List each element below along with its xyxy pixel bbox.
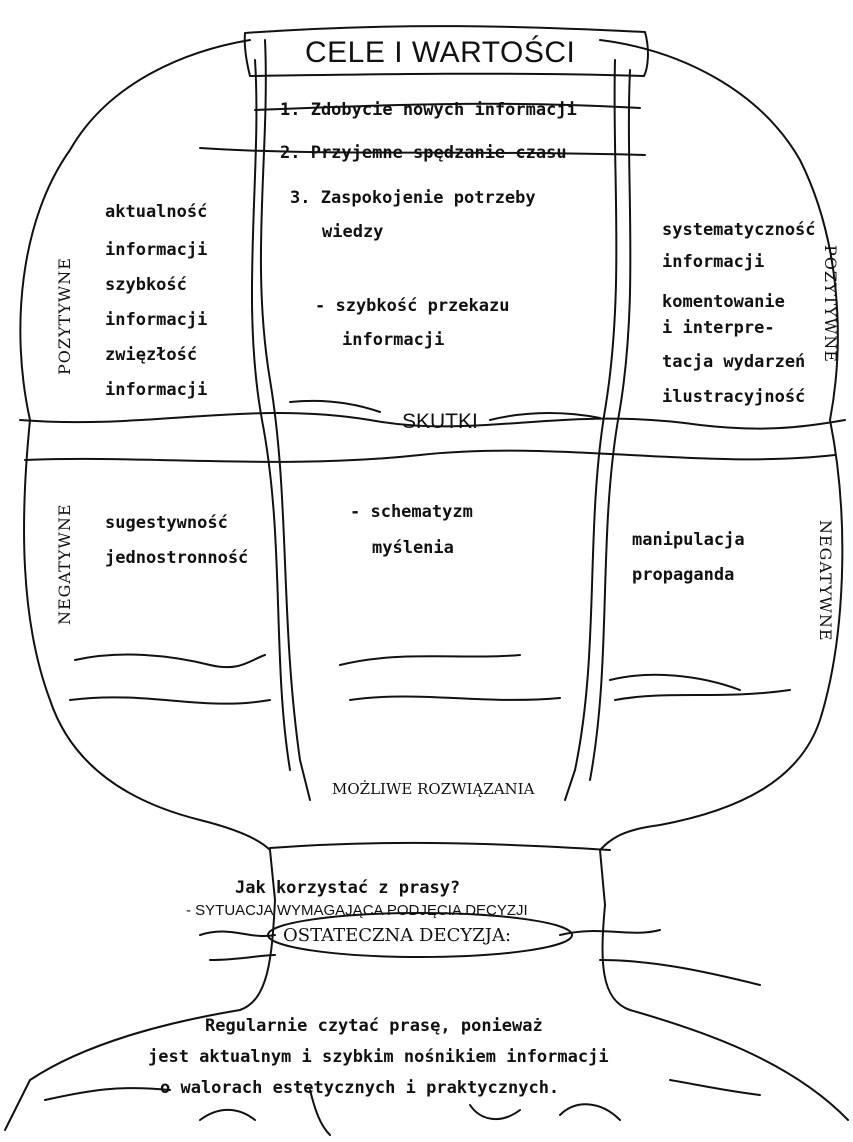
negative-right-label: NEGATYWNE	[816, 520, 835, 642]
solutions-label: MOŻLIWE ROZWIĄZANIA	[332, 780, 534, 798]
negative-center-item-1: - schematyzm	[350, 502, 473, 522]
negative-left-label: NEGATYWNE	[55, 504, 74, 626]
negative-right-item-2: propaganda	[632, 565, 734, 585]
positive-left-item-3: szybkość	[105, 275, 187, 295]
positive-right-item-4: i interpre-	[662, 318, 775, 338]
situation: - SYTUACJA WYMAGAJĄCA PODJĘCIA DECYZJI	[186, 902, 528, 919]
positive-right-item-6: ilustracyjność	[662, 387, 805, 407]
positive-right-item-3: komentowanie	[662, 292, 785, 312]
positive-left-item-6: informacji	[105, 380, 207, 400]
negative-left-item-2: jednostronność	[105, 548, 248, 568]
vein-right	[565, 60, 616, 800]
final-decision-label: OSTATECZNA DECYZJA:	[283, 925, 511, 946]
goal-2: 2. Przyjemne spędzanie czasu	[280, 143, 567, 163]
positive-right-item-5: tacja wydarzeń	[662, 352, 805, 372]
goal-3: 3. Zaspokojenie potrzeby	[290, 188, 536, 208]
positive-right-label: POZYTYWNE	[821, 245, 840, 363]
question: Jak korzystać z prasy?	[235, 878, 460, 898]
positive-right-item-1: systematyczność	[662, 220, 816, 240]
negative-left-item-1: sugestywność	[105, 513, 228, 533]
positive-center-item-1: - szybkość przekazu	[315, 296, 509, 316]
positive-left-item-5: zwięzłość	[105, 345, 197, 365]
decision-line-2: jest aktualnym i szybkim nośnikiem infor…	[148, 1047, 609, 1067]
effects-label: SKUTKI	[402, 410, 478, 434]
positive-left-item-2: informacji	[105, 240, 207, 260]
goal-1: 1. Zdobycie nowych informacji	[280, 100, 577, 120]
positive-left-label: POZYTYWNE	[55, 257, 74, 375]
decision-line-1: Regularnie czytać prasę, ponieważ	[205, 1016, 543, 1036]
goal-3-cont: wiedzy	[322, 222, 383, 242]
positive-right-item-2: informacji	[662, 252, 764, 272]
negative-right-item-1: manipulacja	[632, 530, 745, 550]
positive-center-item-2: informacji	[342, 330, 444, 350]
positive-left-item-4: informacji	[105, 310, 207, 330]
positive-left-item-1: aktualność	[105, 202, 207, 222]
decision-line-3: o walorach estetycznych i praktycznych.	[160, 1078, 559, 1098]
title: CELE I WARTOŚCI	[305, 36, 575, 70]
negative-center-item-2: myślenia	[372, 538, 454, 558]
